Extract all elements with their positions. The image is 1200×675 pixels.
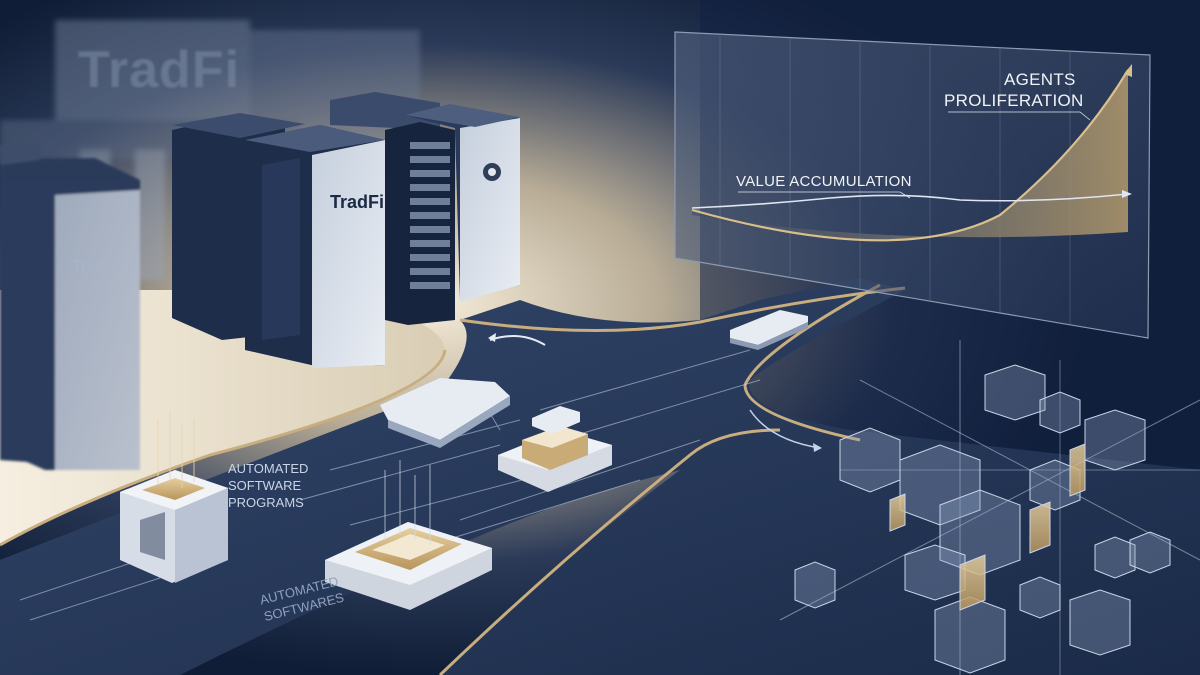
chart-label-agents: Agents bbox=[1004, 70, 1076, 89]
value-curve bbox=[691, 193, 1129, 209]
label-automated-software-programs: Automated Software Programs bbox=[228, 460, 308, 511]
chart-panel bbox=[674, 31, 1151, 339]
label-programs-line1: Automated bbox=[228, 461, 309, 476]
label-programs-line3: Programs bbox=[228, 495, 304, 510]
label-programs-line2: Software bbox=[228, 478, 302, 493]
building-sign: TradFi bbox=[78, 41, 241, 99]
chart-label-value-accumulation: Value Accumulation bbox=[736, 173, 912, 190]
server-label-side: TradFi bbox=[72, 258, 121, 275]
growth-area bbox=[692, 70, 1128, 241]
cube-network bbox=[779, 340, 1200, 675]
server-label-main: TradFi bbox=[330, 192, 385, 212]
chart-label-proliferation: Proliferation bbox=[944, 91, 1084, 110]
agents-curve bbox=[691, 69, 1129, 242]
